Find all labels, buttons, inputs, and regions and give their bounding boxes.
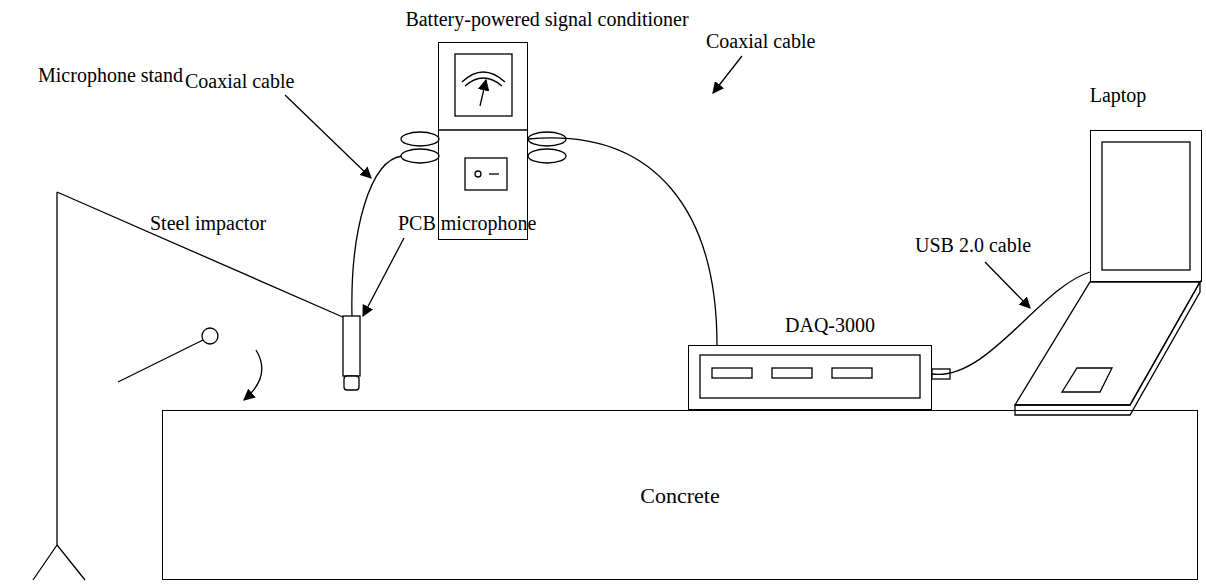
daq-box — [688, 345, 932, 410]
coaxial-cable — [352, 156, 402, 316]
stand-label: Microphone stand — [38, 64, 183, 87]
switch-dot — [475, 171, 481, 177]
gauge-scale — [462, 72, 505, 86]
microphone-label: PCB microphone — [398, 212, 536, 235]
daq-panel — [700, 355, 920, 398]
leader-arrow — [713, 56, 742, 93]
cable-label: USB 2.0 cable — [915, 234, 1031, 257]
cable-connector — [932, 272, 1090, 374]
leader-arrow — [285, 95, 371, 178]
cable-label: Coaxial cable — [706, 30, 815, 53]
switch-dash — [489, 173, 499, 174]
laptop-screen — [1090, 130, 1202, 282]
leader-arrow — [363, 238, 404, 316]
touchpad — [1062, 368, 1112, 392]
gauge-needle — [480, 80, 486, 106]
node-heading: Battery-powered signal conditioner — [405, 8, 688, 31]
microphone-body — [343, 316, 360, 376]
daq-slot — [832, 368, 872, 378]
laptop-screen-inner — [1102, 142, 1190, 270]
impactor-ball — [202, 328, 218, 344]
port — [528, 149, 566, 163]
leader-arrow — [985, 262, 1030, 308]
port — [401, 132, 439, 146]
laptop-base — [1015, 282, 1200, 405]
node-label: Concrete — [640, 484, 719, 507]
cable-label: Coaxial cable — [185, 70, 294, 93]
laptop-base-edge — [1015, 282, 1200, 415]
node-heading: DAQ-3000 — [785, 314, 875, 337]
cable-connector — [528, 138, 717, 345]
port — [401, 149, 439, 163]
panel-line — [438, 129, 528, 130]
impact-arrow — [244, 350, 262, 400]
daq-slot — [772, 368, 812, 378]
node-heading: Laptop — [1090, 84, 1147, 107]
daq-slot — [712, 368, 752, 378]
power-switch — [465, 158, 507, 190]
microphone-capsule — [344, 376, 359, 390]
signal-conditioner — [438, 42, 528, 240]
impactor-label: Steel impactor — [150, 212, 266, 235]
gauge — [455, 54, 512, 116]
microphone-stand — [33, 192, 345, 580]
impactor-handle — [118, 340, 203, 382]
